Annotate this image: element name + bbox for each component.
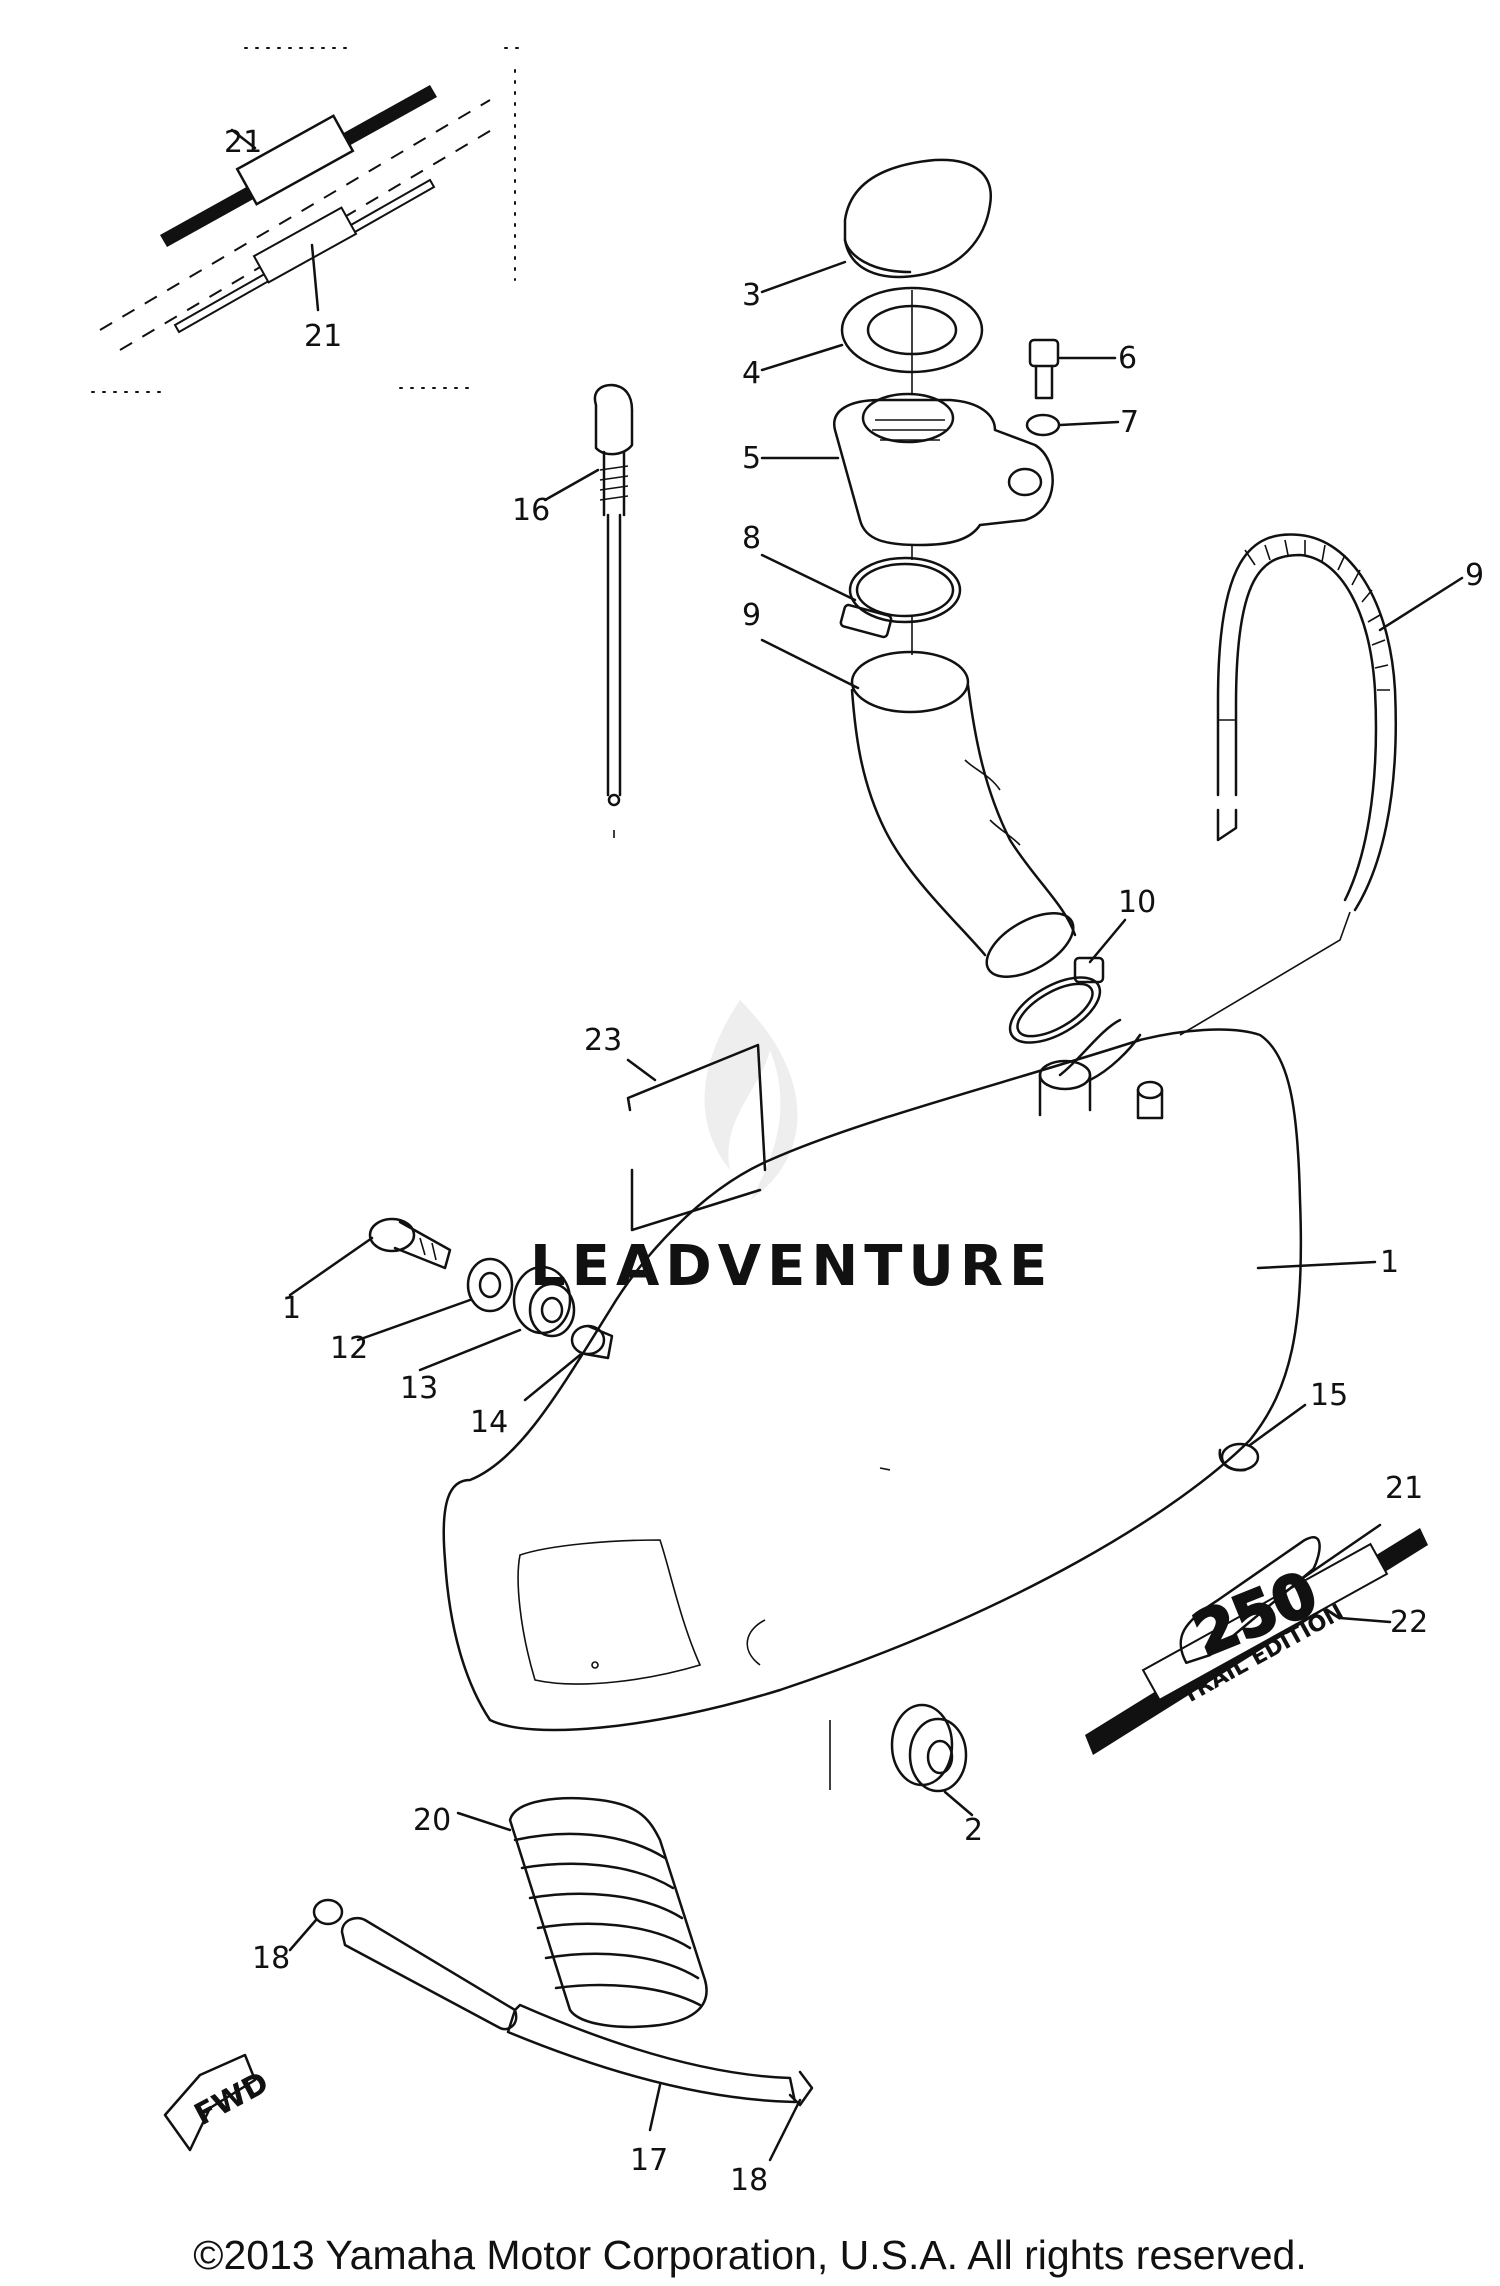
label-7: 7	[1120, 405, 1139, 440]
part-9-breather-hose	[1179, 533, 1464, 1036]
label-13: 13	[400, 1371, 438, 1406]
label-8: 8	[742, 521, 761, 556]
label-17: 17	[630, 2143, 668, 2178]
part-18-clips	[288, 1898, 814, 2162]
label-15: 15	[1310, 1378, 1348, 1413]
part-5-filler-neck	[760, 392, 1054, 547]
label-14: 14	[470, 1405, 508, 1440]
label-21-inset-top: 21	[224, 125, 262, 160]
part-6-screw	[1028, 338, 1117, 400]
part-13-grommet	[418, 1265, 576, 1372]
label-9-neck: 9	[742, 598, 761, 633]
label-22: 22	[1390, 1605, 1428, 1640]
part-15-plug	[1218, 1403, 1307, 1472]
label-12: 12	[330, 1331, 368, 1366]
label-1-tank: 1	[1380, 1245, 1399, 1280]
part-labels: 21 21 3 4 6 7 5 16 8 9 9 10 23 1 1 12 13…	[224, 125, 1484, 2198]
part-16-dipstick	[543, 383, 634, 838]
inset-decal-detail	[91, 47, 521, 393]
part-12-washer	[356, 1257, 514, 1342]
label-6: 6	[1118, 341, 1137, 376]
label-3: 3	[742, 278, 761, 313]
label-1-bolt: 1	[282, 1291, 301, 1326]
part-4-gasket	[760, 286, 984, 374]
label-21-decal: 21	[1385, 1471, 1423, 1506]
part-8-clamp	[760, 553, 962, 639]
watermark: LEADVENTURE	[530, 1000, 1053, 1299]
label-10: 10	[1118, 885, 1156, 920]
part-7-washer	[1025, 413, 1120, 437]
label-23: 23	[584, 1023, 622, 1058]
label-9-hose: 9	[1465, 558, 1484, 593]
part-23-pad	[626, 1043, 767, 1232]
part-1-oil-tank	[442, 1018, 1377, 1732]
label-20: 20	[413, 1803, 451, 1838]
part-10-clamp	[1008, 918, 1127, 1044]
part-17-hose	[340, 1916, 797, 2132]
part-20-filter	[456, 1796, 708, 2029]
part-21-22-side-decals: 250 TRAIL EDITION	[1085, 1523, 1428, 1755]
part-3-cap	[760, 158, 993, 294]
part-2-grommet	[829, 1703, 974, 1817]
label-2: 2	[964, 1813, 983, 1848]
label-21-inset-bottom: 21	[304, 319, 342, 354]
label-5: 5	[742, 441, 761, 476]
part-1-bolt	[288, 1217, 452, 1297]
part-14-collar	[523, 1324, 614, 1402]
copyright-notice: ©2013 Yamaha Motor Corporation, U.S.A. A…	[193, 2232, 1307, 2278]
fwd-arrow-icon: FWD	[163, 2053, 275, 2152]
label-18-left: 18	[252, 1941, 290, 1976]
label-16: 16	[512, 493, 550, 528]
label-18-bottom: 18	[730, 2163, 768, 2198]
part-9-neck-hose	[760, 370, 1077, 978]
watermark-text: LEADVENTURE	[530, 1234, 1053, 1299]
label-4: 4	[742, 356, 761, 391]
